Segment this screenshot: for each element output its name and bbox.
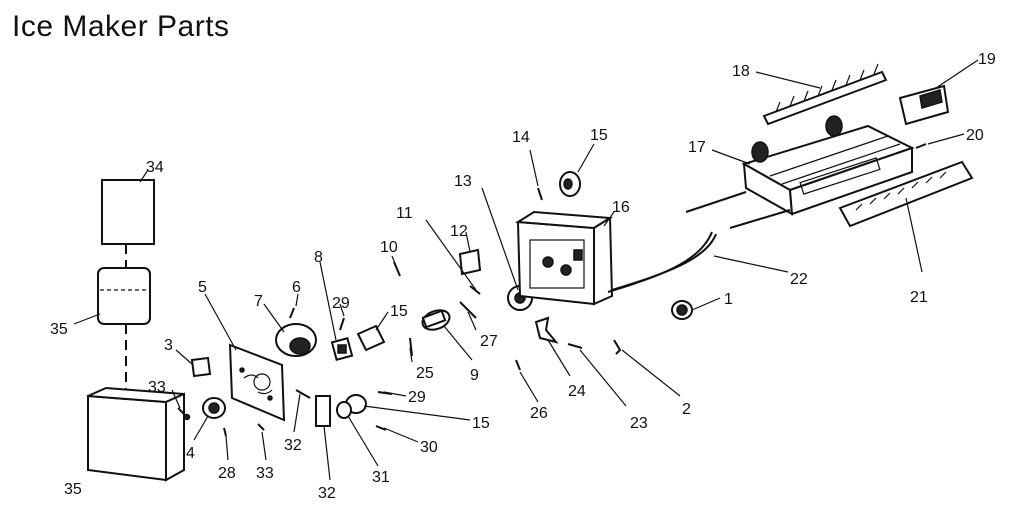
callout-7: 7 <box>254 293 263 310</box>
part-23-screw <box>567 343 583 349</box>
callout-15-lower: 15 <box>472 415 490 432</box>
callout-8: 8 <box>314 249 323 266</box>
callout-36: 35 <box>64 481 82 498</box>
part-12-block <box>458 248 482 276</box>
callout-2: 2 <box>682 401 691 418</box>
callout-23: 23 <box>630 415 648 432</box>
callout-6: 6 <box>292 279 301 296</box>
part-29-screw-lower <box>377 391 393 395</box>
part-4-knob <box>202 397 226 419</box>
mold-rod <box>685 191 747 213</box>
callout-35: 33 <box>148 379 166 396</box>
diagram-title: Ice Maker Parts <box>12 10 230 43</box>
part-30-screw <box>375 425 387 431</box>
part-16-housing <box>514 210 614 306</box>
callout-26: 27 <box>480 333 498 350</box>
callout-15-middle: 15 <box>390 303 408 320</box>
part-7-motor <box>275 323 317 357</box>
callout-20: 20 <box>966 127 984 144</box>
callout-24: 24 <box>568 383 586 400</box>
part-20-screw <box>915 143 927 149</box>
part-38-gasket <box>97 267 151 325</box>
callout-14: 14 <box>512 129 530 146</box>
callout-1: 1 <box>724 291 733 308</box>
part-14-screw <box>537 187 543 201</box>
callout-33: 32 <box>284 437 302 454</box>
callout-38: 35 <box>50 321 68 338</box>
part-18-ejector <box>762 63 888 126</box>
callout-5: 5 <box>198 279 207 296</box>
part-19-fill-cup <box>898 84 950 126</box>
callout-3: 3 <box>164 337 173 354</box>
callout-29-upper: 29 <box>332 295 350 312</box>
callout-28: 28 <box>218 465 236 482</box>
callout-32: 32 <box>318 485 336 502</box>
part-27-pin <box>409 337 413 357</box>
callout-29-lower: 29 <box>408 389 426 406</box>
part-6-screw <box>289 307 295 319</box>
part-1-fitting <box>671 300 693 320</box>
callout-31: 31 <box>372 469 390 486</box>
callout-21: 21 <box>910 289 928 306</box>
callout-15-upper: 15 <box>590 127 608 144</box>
callout-19: 19 <box>978 51 996 68</box>
part-2-clip <box>613 339 622 355</box>
leader-lines <box>73 59 979 481</box>
part-15-bushing-upper <box>559 171 581 197</box>
part-37-panel <box>101 179 155 245</box>
part-15-bracket-middle <box>356 324 386 352</box>
part-21-stripper <box>838 160 974 228</box>
callout-17: 17 <box>688 139 706 156</box>
callout-30: 30 <box>420 439 438 456</box>
part-5-mounting-plate <box>228 343 286 422</box>
part-11-pin <box>469 285 481 295</box>
part-24-arm <box>534 316 559 344</box>
callout-12: 12 <box>450 223 468 240</box>
part-36-housing <box>87 386 185 482</box>
callout-labels: 34 35 3 5 33 4 28 33 32 35 6 7 8 29 15 2… <box>50 51 996 502</box>
callout-27: 25 <box>416 365 434 382</box>
part-22-harness <box>607 231 713 293</box>
callout-18: 18 <box>732 63 750 80</box>
part-34-screw <box>257 423 265 431</box>
callout-9: 9 <box>470 367 479 384</box>
callout-16: 16 <box>612 199 630 216</box>
part-25-screw <box>515 359 521 371</box>
part-8-switch <box>330 337 354 361</box>
callout-13: 13 <box>454 173 472 190</box>
part-32-bracket <box>315 395 331 427</box>
part-35-screw <box>177 407 187 417</box>
callout-25: 26 <box>530 405 548 422</box>
part-33-screw <box>295 389 311 399</box>
callout-11: 11 <box>396 205 413 222</box>
part-28-screw <box>223 427 227 437</box>
callout-22: 22 <box>790 271 808 288</box>
part-3-plate <box>190 356 212 378</box>
callout-34: 33 <box>256 465 274 482</box>
part-17-mold <box>741 115 915 216</box>
part-26-spring <box>459 301 477 319</box>
callout-10: 10 <box>380 239 398 256</box>
callout-4: 4 <box>186 445 195 462</box>
part-31-ring <box>336 401 352 419</box>
part-29-screw-upper <box>339 317 345 331</box>
part-9-thermostat <box>421 309 451 331</box>
callout-37: 34 <box>146 159 164 176</box>
